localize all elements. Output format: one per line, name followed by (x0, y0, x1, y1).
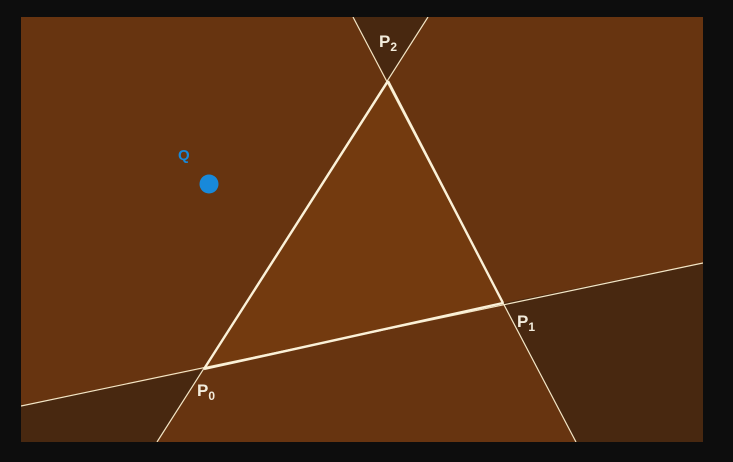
vertex-label-p2-index: 2 (390, 40, 397, 54)
edge-p1-p2 (386, 80, 505, 304)
query-point-label: Q (178, 147, 190, 164)
vertex-label-p2: P2 (379, 32, 397, 54)
triangle-interior (204, 81, 503, 369)
vertex-label-p0: P0 (197, 381, 215, 403)
query-point[interactable] (199, 174, 219, 194)
region-below-p0p1-left (21, 369, 204, 442)
vertex-label-p1-index: 1 (528, 320, 535, 334)
region-above-p2 (353, 17, 428, 81)
edge-p2-p0 (202, 80, 390, 370)
vertex-label-p1: P1 (517, 312, 535, 334)
vertex-label-p0-index: 0 (208, 389, 215, 403)
edge-p0-p1 (203, 301, 504, 371)
